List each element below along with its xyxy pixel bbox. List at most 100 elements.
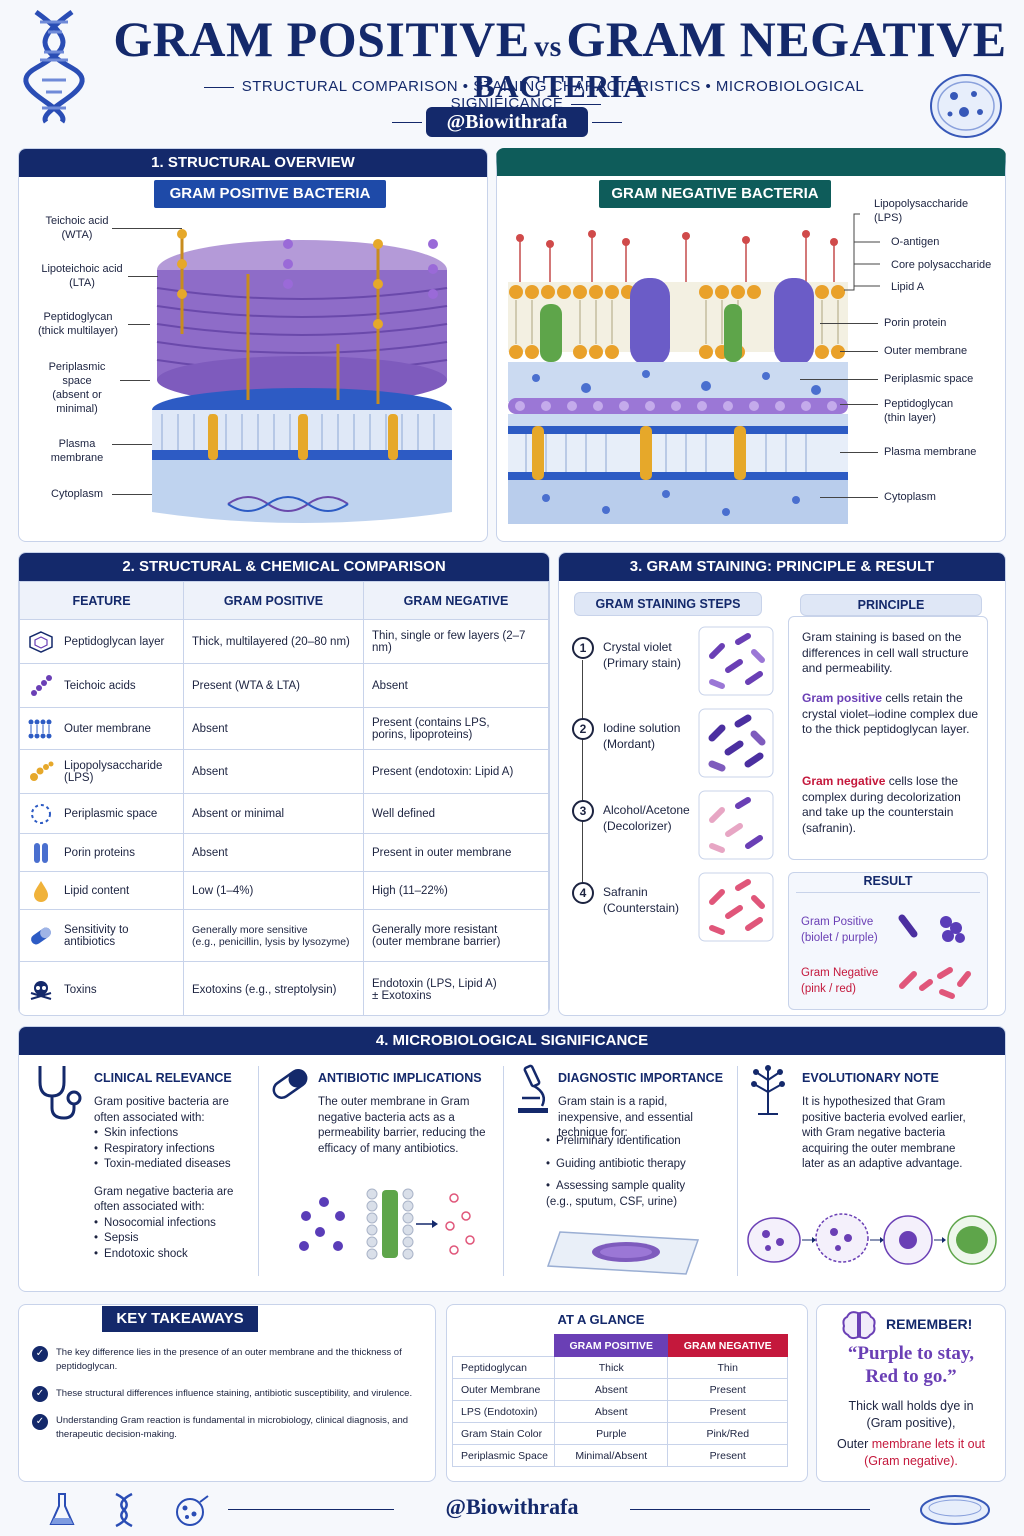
dna-small-icon [115,1492,133,1528]
lps-icon [30,761,54,781]
petri-dish-icon [930,74,1002,138]
at-a-glance-table: GRAM POSITIVE GRAM NEGATIVE Peptidoglyca… [452,1334,788,1467]
gram-negative-cell: Absent [363,663,549,708]
table-row: Teichoic acids Present (WTA & LTA) Absen… [19,663,549,708]
label-cytoplasm-text: Cytoplasm [51,488,103,500]
glance-negative-cell: Present [667,1378,788,1401]
gram-negative-cell: Well defined [363,793,549,834]
column-divider [737,1066,738,1276]
glance-positive-cell: Purple [553,1422,669,1445]
leader-line [840,404,878,405]
check-icon: ✓ [32,1346,48,1362]
clinical-neg-intro: Gram negative bacteria are often associa… [94,1185,234,1214]
clinical-neg-list: Nosocomial infections Sepsis Endotoxic s… [94,1216,244,1263]
handle-divider-left [392,122,422,123]
gram-negative-cell: Present (contains LPS, porins, lipoprote… [363,707,549,750]
petri-dish-small-icon [920,1495,990,1525]
safranin-cells-icon [698,872,774,942]
glance-header-positive: GRAM POSITIVE [553,1334,669,1357]
empty-header-cell [453,1335,555,1357]
glance-key: LPS (Endotoxin) [452,1400,555,1423]
comparison-table-panel: 2. STRUCTURAL & CHEMICAL COMPARISON FEAT… [18,552,550,1016]
remember-line-1: Thick wall holds dye in (Gram positive), [848,1399,974,1430]
label-core-polysaccharide: Core polysaccharide [891,259,992,271]
author-handle-badge: @Biowithrafa [426,107,588,137]
remember-line-2-a: Outer [837,1437,872,1451]
principle-text-2-body: cells retain the crystal violet–iodine c… [802,691,979,736]
label-teichoic-acid: Teichoic acid (WTA) [24,214,130,242]
clinical-relevance-title: CLINICAL RELEVANCE [94,1071,232,1085]
evolution-cells-illustration [747,1213,997,1265]
step-2-text: Iodine solution (Mordant) [603,721,681,751]
principle-box [788,616,988,860]
list-item: Preliminary identification [546,1134,736,1150]
evolutionary-note-title: EVOLUTIONARY NOTE [802,1071,939,1085]
takeaway-item: Understanding Gram reaction is fundament… [56,1415,409,1440]
microscope-icon [518,1064,548,1113]
leader-line [120,380,150,381]
label-cytoplasm-neg: Cytoplasm [884,491,936,503]
label-porin-protein: Porin protein [884,317,947,329]
glance-key: Outer Membrane [452,1378,555,1401]
table-row: Periplasmic space Absent or minimal Well… [19,793,549,834]
gram-negative-tag: GRAM NEGATIVE BACTERIA [599,180,831,208]
principle-title: PRINCIPLE [800,594,982,616]
result-gram-positive: Gram Positive (biolet / purple) [801,916,878,944]
glance-negative-cell: Present [667,1444,788,1467]
header-gram-positive: GRAM POSITIVE [183,581,364,620]
principle-text-3-body: cells lose the complex during decoloriza… [802,774,961,835]
leader-line [840,452,878,453]
feature-cell: Porin proteins [64,846,135,859]
table-row: Porin proteins Absent Present in outer m… [19,833,549,872]
leader-line [112,444,152,445]
title-vs: vs [534,30,562,63]
leader-line [128,324,150,325]
clinical-relevance-text: Gram positive bacteria are often associa… [94,1095,244,1262]
table-row: Sensitivity to antibiotics Generally mor… [19,909,549,962]
feature-cell: Periplasmic space [64,807,158,820]
leader-line [112,228,182,229]
step-4-text: Safranin (Counterstain) [603,885,680,915]
table-row: Lipid content Low (1–4%) High (11–22%) [19,871,549,910]
steps-title: GRAM STAINING STEPS [574,592,762,616]
glance-key: Gram Stain Color [452,1422,555,1445]
result-box [788,872,988,1010]
list-item: Endotoxic shock [94,1247,244,1263]
gram-negative-cell: Present in outer membrane [363,833,549,872]
brain-icon [842,1311,876,1340]
porin-icon [34,842,48,863]
feature-cell: Sensitivity to antibiotics [64,923,129,948]
result-gram-negative: Gram Negative (pink / red) [801,967,879,995]
leader-line [128,276,158,277]
list-item: Guiding antibiotic therapy [546,1157,736,1173]
title-part-a: GRAM POSITIVE [113,11,530,67]
label-cytoplasm: Cytoplasm [34,487,120,501]
column-divider [258,1066,259,1276]
label-teichoic-acid-text: Teichoic acid (WTA) [45,215,109,241]
comparison-table: FEATURE GRAM POSITIVE GRAM NEGATIVE Pept… [19,581,549,1015]
principle-text-1: Gram staining is based on the difference… [802,630,969,675]
peptidoglycan-icon [29,630,53,653]
header-feature: FEATURE [19,581,184,620]
label-lipoteichoic-acid: Lipoteichoic acid (LTA) [24,262,140,290]
antibiotic-implications-title: ANTIBIOTIC IMPLICATIONS [318,1071,482,1085]
table-row: Toxins Exotoxins (e.g., streptolysin) En… [19,961,549,1015]
label-periplasmic-space-neg: Periplasmic space [884,373,974,385]
glance-negative-cell: Thin [667,1356,788,1379]
remember-title: REMEMBER! [886,1316,973,1332]
feature-cell: Peptidoglycan layer [64,635,165,648]
feature-cell: Teichoic acids [64,679,136,692]
gram-positive-cell-wall-diagram [152,229,452,523]
leader-line [820,323,878,324]
label-periplasmic-text: Periplasmic space (absent or minimal) [48,361,106,415]
stethoscope-icon [38,1066,82,1120]
principle-text-3: Gram negative cells lose the complex dur… [802,774,980,836]
glance-positive-cell: Thick [553,1356,669,1379]
gram-positive-cell: Absent or minimal [183,793,364,834]
diagnostic-list: Preliminary identification Guiding antib… [546,1134,736,1210]
feature-cell: Lipid content [64,884,130,897]
